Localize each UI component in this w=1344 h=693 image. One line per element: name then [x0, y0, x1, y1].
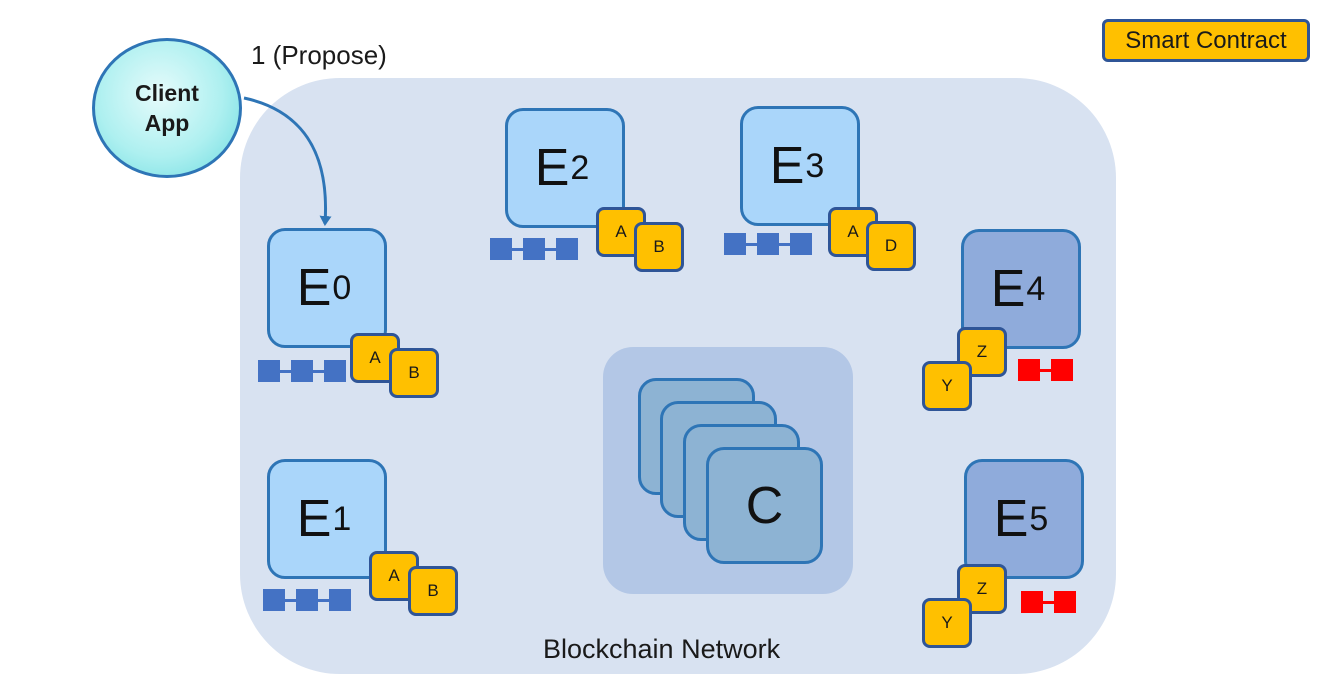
ledger-e5	[1021, 591, 1076, 615]
peer-letter: E	[990, 260, 1026, 318]
peer-index: 3	[805, 146, 825, 185]
peer-index: 1	[332, 499, 352, 538]
client-line1: Client	[135, 80, 199, 106]
peer-letter: E	[534, 139, 570, 197]
ledger-e4	[1018, 359, 1073, 383]
orderer-node: C	[706, 447, 823, 564]
peer-index: 0	[332, 268, 352, 307]
peer-letter: E	[296, 259, 332, 317]
legend-label: Smart Contract	[1125, 26, 1287, 54]
smart-contract-b: B	[634, 222, 684, 272]
ledger-e2	[490, 238, 578, 262]
smart-contract-b: B	[389, 348, 439, 398]
network-label: Blockchain Network	[543, 634, 781, 664]
orderer-label: C	[745, 476, 784, 535]
smart-contract-legend: Smart Contract	[1102, 19, 1310, 62]
client-line2: App	[144, 110, 190, 136]
peer-index: 4	[1026, 269, 1046, 308]
peer-index: 2	[570, 148, 590, 187]
ledger-e3	[724, 233, 812, 257]
peer-letter: E	[769, 137, 805, 195]
smart-contract-y: Y	[922, 361, 972, 411]
client-app: Client App	[92, 38, 242, 178]
smart-contract-d: D	[866, 221, 916, 271]
peer-letter: E	[296, 490, 332, 548]
propose-label: 1 (Propose)	[251, 40, 387, 70]
smart-contract-b: B	[408, 566, 458, 616]
peer-letter: E	[993, 490, 1029, 548]
smart-contract-y: Y	[922, 598, 972, 648]
ledger-e1	[263, 589, 351, 613]
ledger-e0	[258, 360, 346, 384]
peer-index: 5	[1029, 499, 1049, 538]
